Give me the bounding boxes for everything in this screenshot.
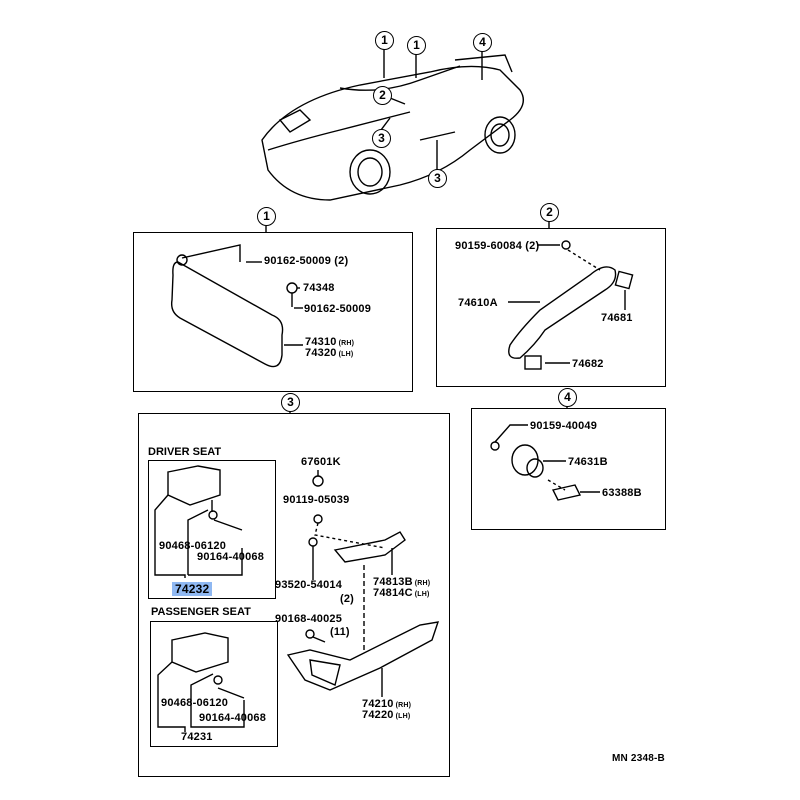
- callout-1: 1: [257, 207, 276, 226]
- assist-grip-illustration: [508, 221, 634, 370]
- side-note: (LH): [395, 713, 411, 720]
- part-number[interactable]: 74681: [601, 312, 633, 324]
- console-illustration: [154, 411, 440, 732]
- passenger-seat-box: [150, 621, 278, 747]
- callout-3: 3: [428, 169, 447, 188]
- sunvisor-box: [133, 232, 413, 392]
- part-number[interactable]: 90162-50009 (2): [264, 255, 349, 267]
- part-number[interactable]: 90164-40068: [197, 551, 265, 563]
- diagram-code: MN 2348-B: [612, 753, 665, 764]
- part-number[interactable]: 74814C(LH): [373, 587, 430, 601]
- driver-seat-box: [148, 460, 276, 599]
- part-number[interactable]: 90468-06120: [161, 697, 229, 709]
- part-number[interactable]: 90162-50009: [304, 303, 372, 315]
- part-number[interactable]: 90468-06120: [159, 540, 227, 552]
- passenger-seat-title: PASSENGER SEAT: [151, 606, 251, 618]
- quantity-note: (2): [340, 593, 355, 605]
- sunvisor-illustration: [170, 226, 303, 368]
- part-number[interactable]: 74231: [181, 731, 213, 743]
- car-illustration: [261, 49, 524, 201]
- part-number[interactable]: 67601K: [301, 456, 341, 468]
- part-number[interactable]: 74682: [572, 358, 604, 370]
- part-number[interactable]: 90159-40049: [530, 420, 598, 432]
- part-number[interactable]: 74813B(RH): [373, 576, 430, 590]
- part-number[interactable]: 74320(LH): [305, 347, 353, 361]
- part-number[interactable]: 90168-40025: [275, 613, 343, 625]
- side-note: (RH): [414, 580, 431, 587]
- part-number[interactable]: 90164-40068: [199, 712, 267, 724]
- part-number[interactable]: 90119-05039: [283, 494, 350, 506]
- driver-seat-title: DRIVER SEAT: [148, 446, 222, 458]
- part-number-text: 74813B: [373, 576, 413, 588]
- callout-4: 4: [473, 33, 492, 52]
- callout-2: 2: [373, 86, 392, 105]
- part-number-highlighted[interactable]: 74232: [172, 582, 213, 596]
- callout-3: 3: [281, 393, 300, 412]
- side-note: (LH): [338, 351, 354, 358]
- callout-2: 2: [540, 203, 559, 222]
- callout-3: 3: [372, 129, 391, 148]
- callout-1: 1: [407, 36, 426, 55]
- side-note: (LH): [414, 591, 430, 598]
- part-number-text: 74320: [305, 347, 337, 359]
- part-number-text: 74310: [305, 336, 337, 348]
- callout-4: 4: [558, 388, 577, 407]
- part-number[interactable]: 93520-54014: [275, 579, 343, 591]
- part-number-text: 74220: [362, 709, 394, 721]
- callout-1: 1: [375, 31, 394, 50]
- lock-knob-illustration: [490, 406, 600, 501]
- part-number[interactable]: 74348: [303, 282, 335, 294]
- part-number[interactable]: 63388B: [602, 487, 642, 499]
- part-number[interactable]: 74310(RH): [305, 336, 354, 350]
- lock-box: [471, 408, 666, 530]
- quantity-note: (11): [330, 626, 350, 638]
- part-number-text: 74814C: [373, 587, 413, 599]
- part-number-text: 74210: [362, 698, 394, 710]
- part-number[interactable]: 74610A: [458, 297, 498, 309]
- side-note: (RH): [395, 702, 412, 709]
- part-number[interactable]: 90159-60084 (2): [455, 240, 540, 252]
- part-number[interactable]: 74220(LH): [362, 709, 410, 723]
- console-box: [138, 413, 450, 777]
- part-number[interactable]: 74210(RH): [362, 698, 411, 712]
- assist-grip-box: [436, 228, 666, 387]
- side-note: (RH): [338, 340, 355, 347]
- part-number[interactable]: 74631B: [568, 456, 608, 468]
